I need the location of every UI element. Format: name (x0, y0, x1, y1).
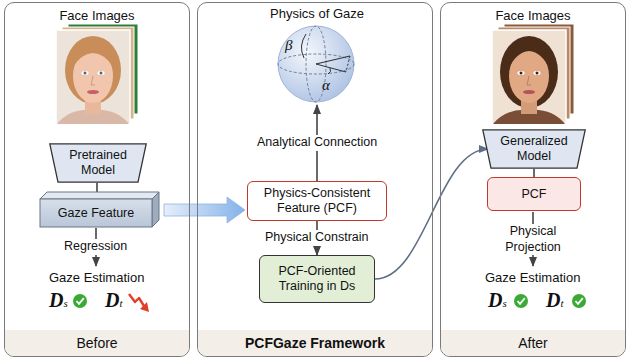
block-front (40, 199, 152, 227)
edge-label: Physical Constrain (262, 230, 372, 246)
check-mark (572, 294, 586, 308)
mouth (523, 90, 535, 94)
arrow-label: Regression (61, 239, 130, 255)
angle-symbol: α (322, 76, 330, 95)
figure-heading: Face Images (495, 8, 570, 24)
figure-heading: Face Images (59, 8, 134, 24)
node-text: Pretrained Model (60, 148, 136, 178)
panel-band: After (441, 330, 625, 356)
check-tick (518, 298, 525, 304)
pupil (520, 72, 523, 75)
figure-heading: Physics of Gaze (270, 6, 364, 22)
check-tick (77, 298, 84, 304)
beta-arc (301, 34, 306, 58)
flow-arrow (164, 197, 245, 223)
stage-panel: PCFGaze Framework Physics of GazePhysics-… (197, 2, 433, 357)
panel-title: After (518, 335, 548, 351)
check-circle (572, 294, 586, 308)
eye (97, 71, 104, 75)
domain-symbol: Dt (105, 289, 123, 314)
drop-line (346, 56, 350, 72)
hair (500, 36, 558, 108)
sphere (278, 26, 354, 102)
pcf-box: Physics-Consistent Feature (PCF) (247, 181, 387, 221)
block-top (40, 192, 159, 199)
gaze-vector (316, 56, 350, 64)
fringe (72, 42, 114, 68)
feature-block: Gaze Feature (40, 199, 152, 227)
fringe (508, 42, 550, 70)
drop-line (129, 294, 144, 306)
face-photo (492, 24, 574, 124)
drop-head (140, 302, 149, 312)
connector-line (533, 169, 535, 177)
equator (278, 54, 354, 74)
pupil (84, 72, 87, 75)
pcf-box: PCF (487, 177, 581, 211)
model-trapezoid: Pretrained Model (49, 143, 147, 183)
arrow-label: Physical Projection (495, 224, 571, 255)
node-text: PCF-Oriented Training in Ds (269, 264, 365, 294)
output-label: Gaze Estimation (49, 270, 144, 286)
panel-band: Before (5, 330, 189, 356)
panel-band: PCFGaze Framework (198, 330, 432, 356)
nose (91, 76, 95, 85)
photo-frame (492, 30, 566, 124)
model-trapezoid: Generalized Model (482, 129, 586, 169)
node-text: Physics-Consistent Feature (PCF) (254, 186, 380, 216)
node-text: Gaze Feature (58, 206, 134, 221)
check-circle (73, 294, 87, 308)
edge-label: Analytical Connection (254, 135, 380, 151)
gaze-sphere-drawing (278, 26, 354, 102)
panel-title: PCFGaze Framework (245, 335, 385, 351)
hair (65, 36, 121, 104)
face-photo (56, 24, 138, 124)
gaze-sphere: Physics of Gaze (277, 5, 357, 105)
photo-frame (56, 30, 130, 124)
panel-title: Before (76, 335, 117, 351)
drop-arrow (129, 294, 149, 312)
angle-symbol: β (285, 36, 292, 55)
face-image: Face Images (489, 7, 577, 125)
domain-symbol: Ds (488, 289, 507, 314)
connector-line (96, 183, 98, 192)
node-text: Generalized Model (494, 134, 574, 164)
training-box: PCF-Oriented Training in Ds (259, 255, 375, 303)
eye (533, 71, 540, 75)
check-mark (73, 294, 87, 308)
nose (527, 76, 531, 85)
check-tick (576, 298, 583, 304)
trapezoid-shape (50, 144, 146, 182)
alpha-arc (328, 68, 331, 74)
curved-arrow (375, 149, 488, 279)
face-image: Face Images (53, 7, 141, 125)
check-mark (514, 294, 528, 308)
block-side (152, 192, 159, 227)
domain-symbol: Ds (49, 289, 68, 314)
mouth (87, 90, 99, 94)
pupil (536, 72, 539, 75)
output-label: Gaze Estimation (485, 270, 580, 286)
check-circle (514, 294, 528, 308)
stage-panel: Before Face ImagesPretrained ModelGaze Fe… (4, 2, 190, 357)
pupil (100, 72, 103, 75)
trapezoid-shape (483, 130, 585, 168)
stage-panel: After Face ImagesGeneralized ModelPCF (440, 2, 626, 357)
domain-symbol: Dt (546, 289, 564, 314)
eye (517, 71, 524, 75)
eye (81, 71, 88, 75)
node-text: PCF (522, 187, 547, 202)
